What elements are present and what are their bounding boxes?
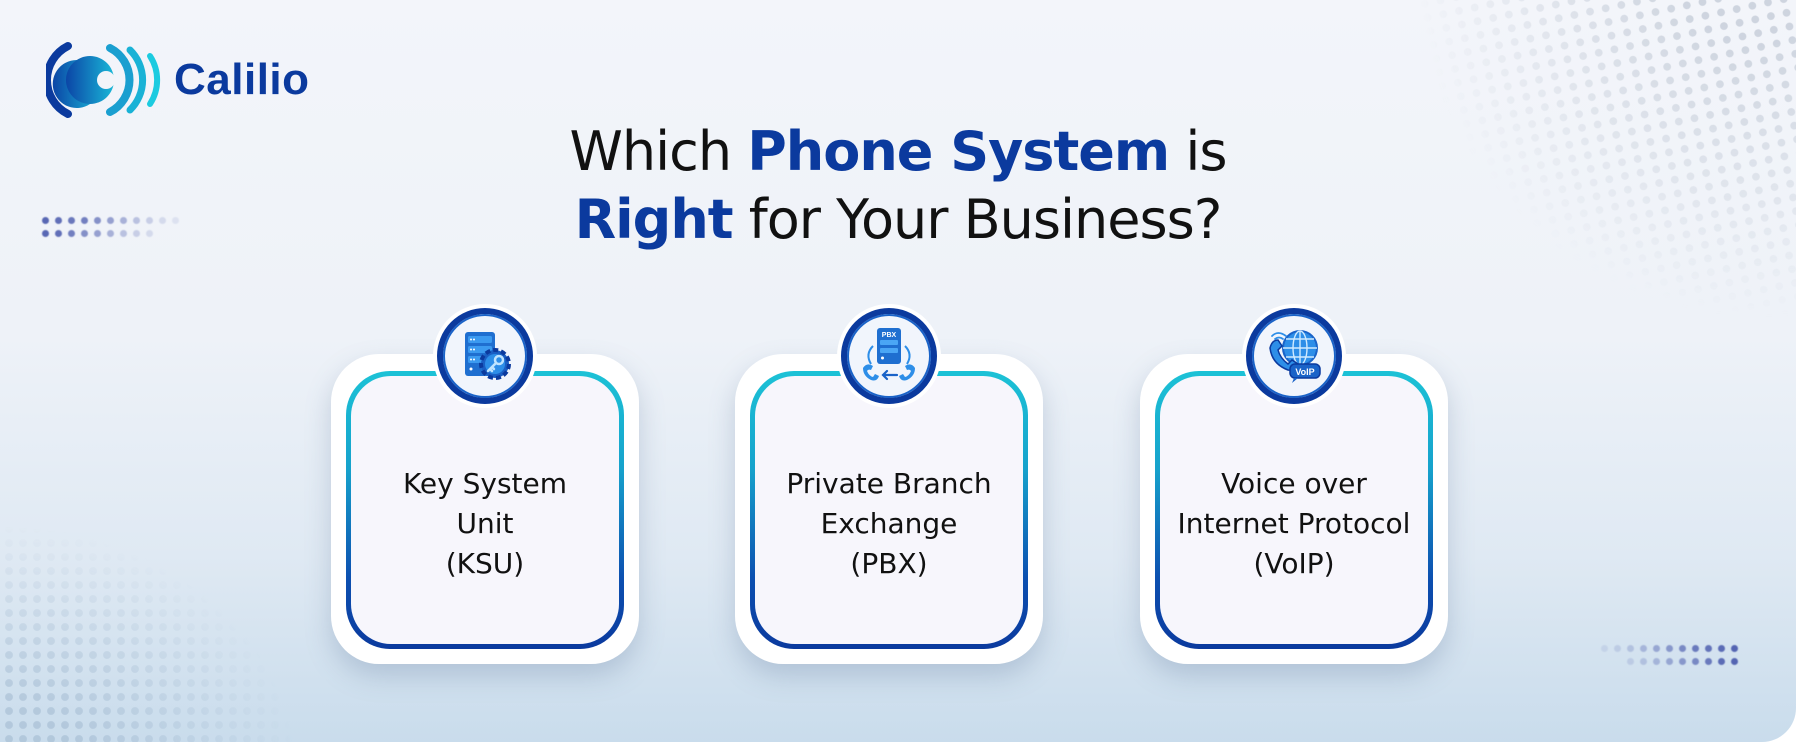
title-line-1: Which Phone System is (569, 120, 1228, 183)
card-border: Private Branch Exchange (PBX) (750, 371, 1028, 649)
card-voip: Voice over Internet Protocol (VoIP) (1140, 304, 1448, 664)
icon-label: VoIP (1295, 367, 1314, 377)
card-ksu: Key System Unit (KSU) (331, 304, 639, 664)
title-accent: Right (574, 188, 734, 251)
calilio-signal-logo-icon (46, 42, 161, 118)
card-label-line: Voice over (1221, 467, 1367, 500)
card-label-line: (PBX) (850, 547, 928, 580)
icon-ring: VoIP (1246, 308, 1342, 404)
card-face: Private Branch Exchange (PBX) (755, 376, 1023, 644)
card-face: Key System Unit (KSU) (351, 376, 619, 644)
card-label-line: (VoIP) (1253, 547, 1335, 580)
card-label-line: (KSU) (445, 547, 525, 580)
title-text: for Your Business? (732, 188, 1223, 251)
card-border: Voice over Internet Protocol (VoIP) (1155, 371, 1433, 649)
icon-ring: PBX (841, 308, 937, 404)
card-face: Voice over Internet Protocol (VoIP) (1160, 376, 1428, 644)
icon-badge (433, 304, 537, 408)
title-accent: Phone System (747, 120, 1170, 183)
voip-globe-phone-icon: VoIP (1269, 330, 1321, 383)
card-label-line: Exchange (820, 507, 958, 540)
page-title: Which Phone System is Right for Your Bus… (0, 118, 1796, 254)
card-pbx: Private Branch Exchange (PBX) PBX (735, 304, 1043, 664)
server-key-gear-icon (465, 332, 511, 380)
title-text: Which (569, 120, 748, 183)
halftone-pattern-bottom-left (0, 522, 300, 742)
decorative-dots-left (42, 217, 179, 237)
card-label-line: Private Branch (786, 467, 992, 500)
card-label-line: Unit (456, 507, 514, 540)
icon-label: PBX (882, 332, 897, 339)
card-label: Key System Unit (KSU) (403, 464, 567, 584)
card-label: Private Branch Exchange (PBX) (786, 464, 991, 584)
card-border: Key System Unit (KSU) (346, 371, 624, 649)
icon-badge: PBX (837, 304, 941, 408)
card-label-line: Key System (402, 467, 568, 500)
card-label-line: Internet Protocol (1177, 507, 1411, 540)
icon-ring (437, 308, 533, 404)
icon-badge: VoIP (1242, 304, 1346, 408)
brand-name: Calilio (174, 55, 310, 104)
pbx-server-phones-icon: PBX (863, 328, 915, 381)
card-label: Voice over Internet Protocol (VoIP) (1178, 464, 1411, 584)
title-text: is (1169, 120, 1227, 183)
brand-logo: Calilio (46, 40, 310, 120)
title-line-2: Right for Your Business? (574, 188, 1223, 251)
decorative-dots-right (1601, 645, 1738, 665)
